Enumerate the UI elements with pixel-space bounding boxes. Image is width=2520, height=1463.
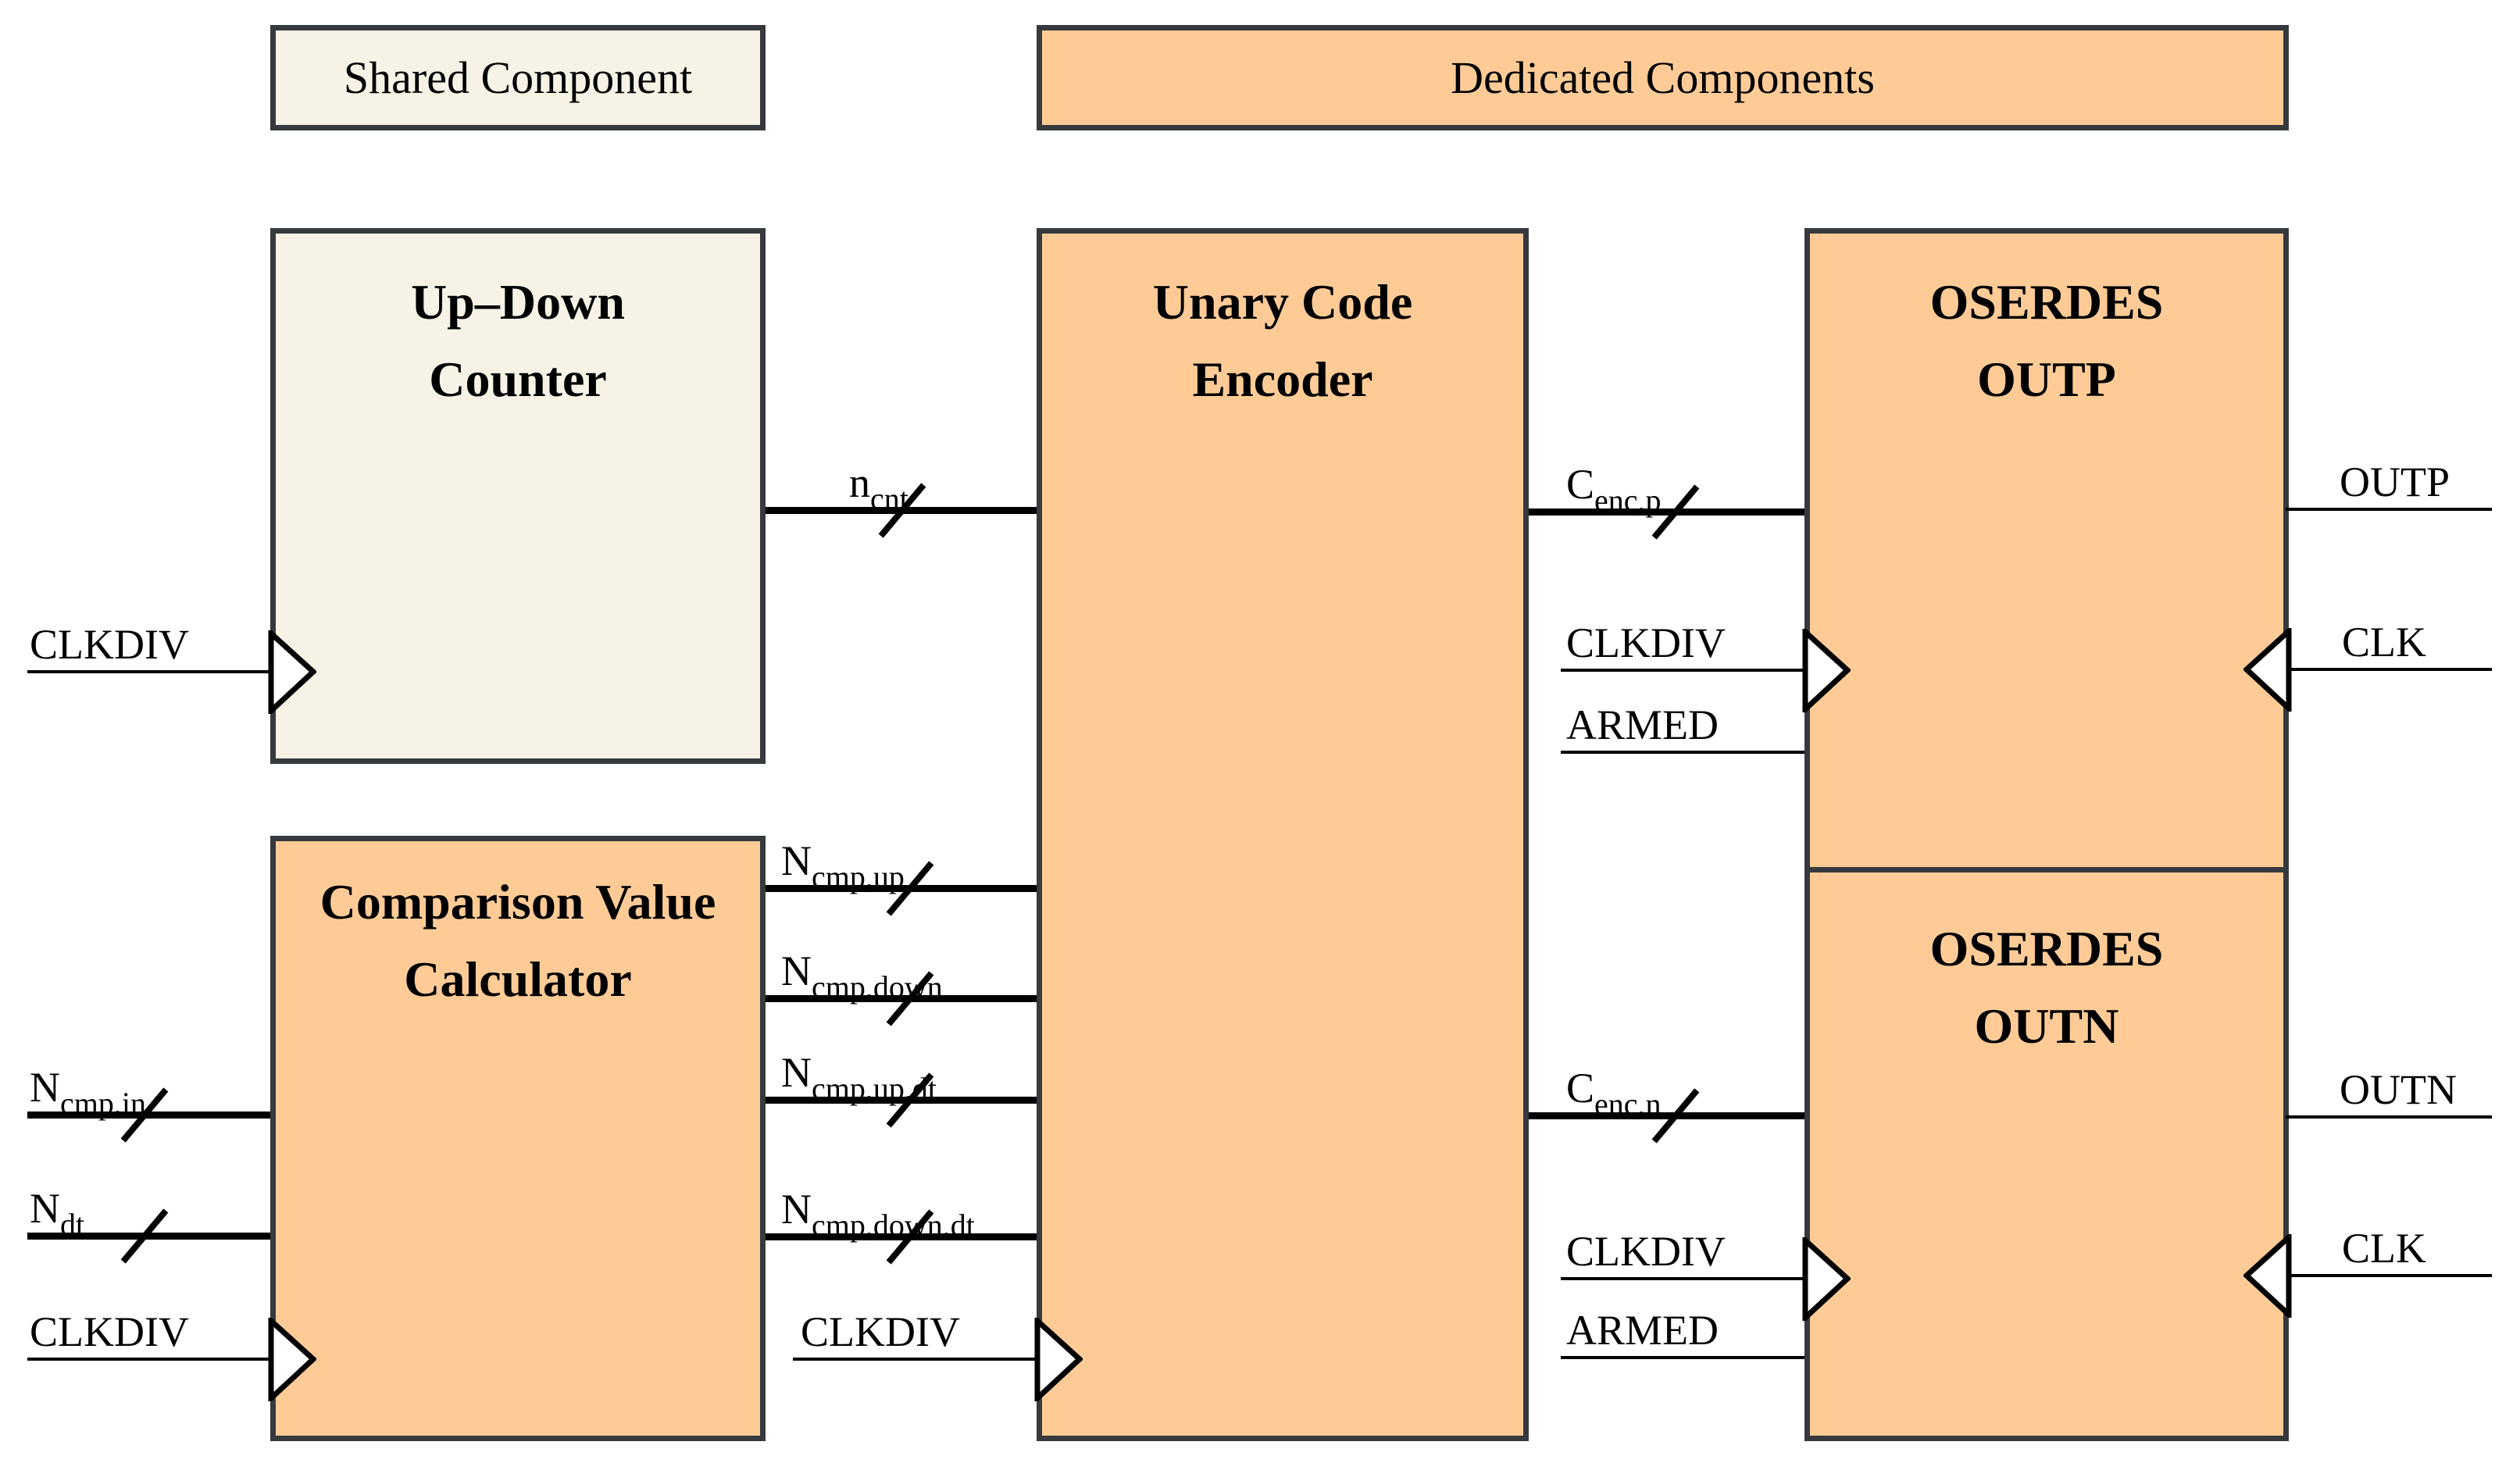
wire-n-cmp-in (27, 1112, 270, 1119)
clock-edge-icon (1802, 629, 1851, 712)
signal-label-clkdiv-outp: CLKDIV (1566, 619, 1726, 666)
unary-code-encoder-title: Unary Code Encoder (1152, 274, 1413, 408)
block-up-down-counter: Up–Down Counter (270, 228, 766, 764)
wire-clk-outp (2286, 668, 2492, 671)
oserdes-outp-title: OSERDES OUTP (1929, 274, 2164, 408)
wire-clkdiv-outp (1561, 669, 1804, 672)
block-unary-code-encoder: Unary Code Encoder (1037, 228, 1529, 1441)
legend-shared-component: Shared Component (270, 25, 766, 130)
signal-label-outn: OUTN (2340, 1066, 2457, 1113)
oserdes-outn-title: OSERDES OUTN (1929, 921, 2164, 1054)
clock-edge-icon (1802, 1237, 1851, 1321)
signal-label-clkdiv-counter: CLKDIV (30, 621, 189, 668)
wire-n-cmp-down (766, 995, 1037, 1002)
clock-edge-icon (268, 630, 316, 714)
wire-n-dt (27, 1233, 270, 1240)
clock-edge-icon (2243, 1234, 2292, 1318)
wire-armed-outp (1561, 751, 1804, 754)
wire-c-enc-n (1529, 1112, 1804, 1119)
signal-label-n-cmp-down-dt: Ncmp,down,dt (781, 1186, 975, 1243)
up-down-counter-title: Up–Down Counter (411, 274, 625, 408)
wire-clkdiv-encoder (793, 1358, 1037, 1361)
signal-label-n-cnt: ncnt (849, 459, 908, 516)
legend-dedicated-components: Dedicated Components (1037, 25, 2289, 130)
signal-label-clk-outn: CLK (2342, 1225, 2426, 1272)
signal-label-outp: OUTP (2340, 459, 2450, 505)
signal-label-clkdiv-cvc: CLKDIV (30, 1308, 189, 1355)
signal-label-n-cmp-up: Ncmp,up (781, 837, 905, 894)
wire-n-cmp-up (766, 885, 1037, 892)
signal-label-clkdiv-outn: CLKDIV (1566, 1228, 1726, 1275)
signal-label-n-cmp-in: Ncmp,in (30, 1064, 146, 1121)
signal-label-n-cmp-up-dt: Ncmp,up,dt (781, 1049, 937, 1106)
wire-armed-outn (1561, 1356, 1804, 1359)
wire-n-cmp-up-dt (766, 1097, 1037, 1104)
signal-label-n-cmp-down: Ncmp,down (781, 947, 943, 1004)
signal-label-clkdiv-encoder: CLKDIV (801, 1308, 960, 1355)
wire-clk-outn (2286, 1274, 2492, 1277)
wire-n-cmp-down-dt (766, 1233, 1037, 1240)
signal-label-armed-outn: ARMED (1566, 1307, 1719, 1354)
signal-label-c-enc-p: Cenc,p (1566, 461, 1662, 518)
block-oserdes-outn: OSERDES OUTN (1804, 867, 2289, 1441)
wire-c-enc-p (1529, 508, 1804, 516)
clock-edge-icon (1034, 1318, 1083, 1401)
signal-label-c-enc-n: Cenc,n (1566, 1065, 1662, 1122)
signal-label-armed-outp: ARMED (1566, 701, 1719, 748)
block-oserdes-outp: OSERDES OUTP (1804, 228, 2289, 872)
signal-label-clk-outp: CLK (2342, 619, 2426, 665)
legend-dedicated-label: Dedicated Components (1451, 52, 1875, 103)
legend-shared-label: Shared Component (343, 52, 693, 103)
comparison-value-calculator-title: Comparison Value Calculator (319, 874, 716, 1008)
wire-clkdiv-cvc (27, 1358, 270, 1361)
wire-outp (2286, 508, 2492, 511)
clock-edge-icon (2243, 628, 2292, 712)
signal-label-n-dt: Ndt (30, 1185, 85, 1242)
block-comparison-value-calculator: Comparison Value Calculator (270, 836, 766, 1441)
wire-outn (2286, 1115, 2492, 1119)
clock-edge-icon (268, 1318, 316, 1401)
wire-clkdiv-counter (27, 670, 270, 673)
wire-clkdiv-outn (1561, 1277, 1804, 1280)
